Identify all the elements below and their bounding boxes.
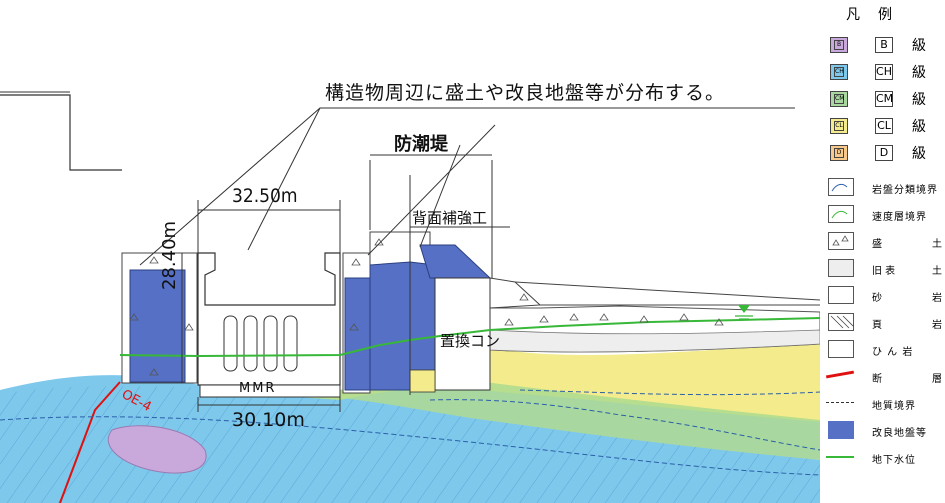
- grade-ch-swatch: CH: [830, 64, 848, 80]
- legend-row-topsoil: 旧 表土: [820, 259, 945, 279]
- mmr-base: [199, 384, 341, 398]
- seawall-yellow-footing: [409, 369, 436, 393]
- topsoil-icon: [828, 259, 854, 277]
- fill-icon: [828, 232, 854, 250]
- cross-section-drawing: [0, 91, 820, 503]
- dimension-lines: [181, 200, 341, 412]
- groundwater-icon: [826, 456, 854, 458]
- callout-text: 構造物周辺に盛土や改良地盤等が分布する。: [325, 82, 726, 104]
- width-top-label: 32.50m: [232, 185, 298, 207]
- legend-row-rock-boundary: 岩盤分類境界: [820, 178, 945, 198]
- water-level-marker: [735, 305, 753, 320]
- geologic-boundary-icon: [826, 402, 854, 403]
- legend-row-grade-cm: CM CM 級: [820, 89, 945, 109]
- seawall-crown: [419, 244, 492, 279]
- sandstone-icon: [828, 286, 854, 304]
- dolerite-icon: [828, 340, 854, 358]
- grade-d-suffix: 級: [912, 146, 926, 162]
- legend-title: 凡例: [846, 7, 910, 23]
- legend-row-improved-ground: 改良地盤等: [820, 421, 945, 441]
- fault-icon: [825, 370, 855, 379]
- grade-b-box: B: [875, 37, 893, 53]
- grade-cm-suffix: 級: [912, 92, 926, 108]
- legend-row-fill: 盛土: [820, 232, 945, 252]
- legend-row-grade-d: D D 級: [820, 143, 945, 163]
- legend-row-dolerite: ひ ん 岩: [820, 340, 945, 360]
- fill-markers: [129, 238, 724, 376]
- grade-ch-box: CH: [875, 64, 893, 80]
- fault-line: [59, 381, 121, 503]
- width-bottom-label: 30.10m: [232, 409, 305, 431]
- grade-cm-swatch: CM: [830, 91, 848, 107]
- grade-cl-suffix: 級: [912, 119, 926, 135]
- grade-ch-suffix: 級: [912, 65, 926, 81]
- grade-b-suffix: 級: [912, 38, 926, 54]
- legend-row-grade-cl: CL CL 級: [820, 116, 945, 136]
- legend-row-geologic-boundary: 地質境界: [820, 394, 945, 414]
- improved-ground-icon: [828, 421, 854, 439]
- legend: 凡例 B B 級 CH CH 級 CM CM 級 CL CL 級 D D 級 岩…: [820, 0, 945, 503]
- ch-rock-hatching: [0, 386, 820, 503]
- seawall-body-right: [409, 261, 436, 379]
- legend-row-fault: 断層: [820, 367, 945, 387]
- legend-row-groundwater: 地下水位: [820, 448, 945, 468]
- legend-row-velocity-boundary: 速度層境界: [820, 205, 945, 225]
- grade-cm-box: CM: [875, 91, 894, 107]
- velocity-boundary-icon: [828, 205, 854, 223]
- rock-boundary-icon: [828, 178, 854, 196]
- cm-rock-layer: [340, 383, 820, 460]
- seawall-body: [369, 261, 411, 391]
- grade-d-box: D: [875, 145, 893, 161]
- grade-b-swatch: B: [830, 37, 848, 53]
- legend-row-grade-b: B B 級: [820, 35, 945, 55]
- cl-rock-layer: [420, 342, 820, 420]
- replacement-concrete-label: 置換コン: [440, 332, 501, 350]
- ground-surface-right: [514, 281, 820, 301]
- seawall-label: 防潮堤: [394, 134, 448, 155]
- legend-row-sandstone: 砂岩: [820, 286, 945, 306]
- left-improved-ground: [129, 269, 186, 383]
- grade-cl-swatch: CL: [830, 118, 848, 134]
- height-label: 28.40m: [159, 220, 180, 290]
- geologic-boundaries: [0, 389, 820, 476]
- callout-leaders: [139, 107, 795, 395]
- topsoil-layer: [489, 329, 820, 353]
- legend-row-shale: 頁岩: [820, 313, 945, 333]
- shale-icon: [828, 313, 854, 331]
- seawall-improved-left: [344, 277, 371, 391]
- grade-cl-box: CL: [875, 118, 893, 134]
- grade-d-swatch: D: [830, 145, 848, 161]
- left-ground-outline: [0, 94, 122, 171]
- mmr-label: MMR: [239, 381, 277, 396]
- b-rock-lens: [107, 425, 207, 474]
- legend-row-grade-ch: CH CH 級: [820, 62, 945, 82]
- groundwater-line: [119, 317, 820, 358]
- back-reinforcement-label: 背面補強工: [412, 209, 488, 227]
